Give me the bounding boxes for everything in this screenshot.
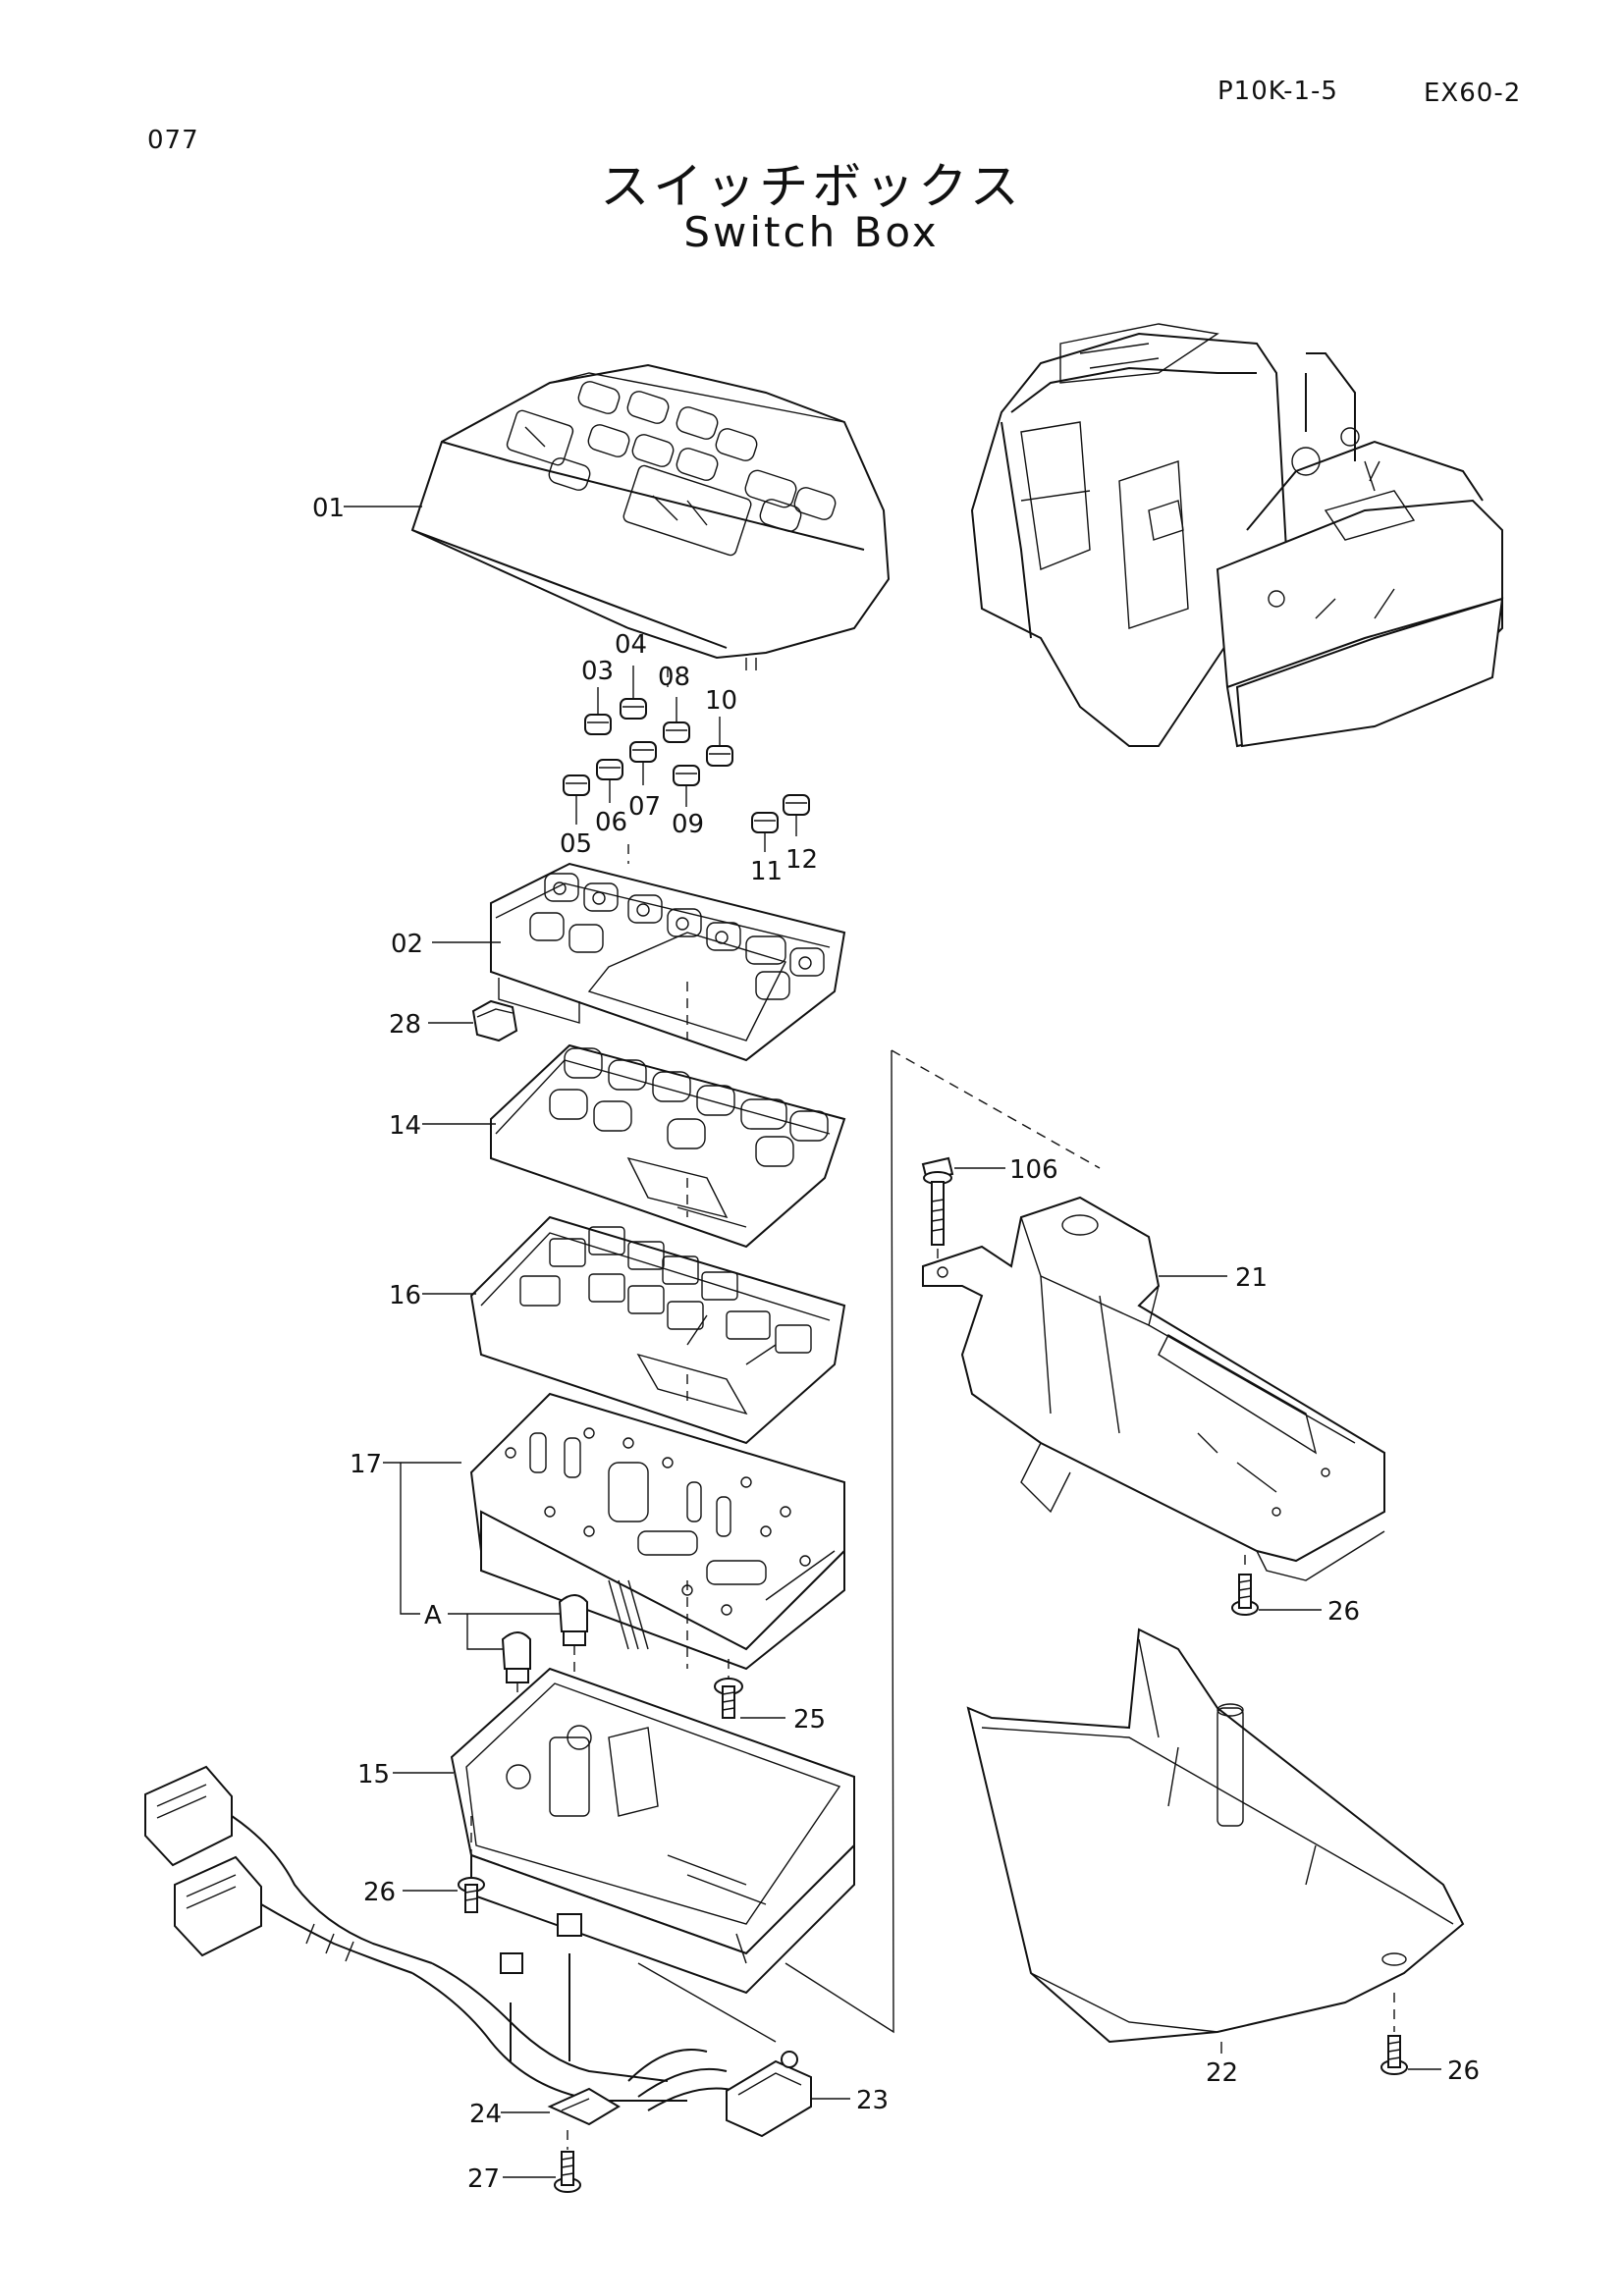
screw-26-mid-icon	[1231, 1574, 1259, 1616]
callout-26-mid: 26	[1327, 1597, 1360, 1627]
reference-code: P10K-1-5	[1217, 77, 1338, 106]
callout-A: A	[424, 1601, 442, 1630]
callout-25: 25	[793, 1705, 826, 1735]
callout-106: 106	[1009, 1155, 1058, 1185]
screw-27-icon	[554, 2151, 581, 2193]
page-number: 077	[147, 126, 199, 155]
callout-04: 04	[615, 630, 647, 660]
screw-26-right-icon	[1380, 2035, 1408, 2075]
screw-26-left-icon	[458, 1877, 485, 1913]
callout-27: 27	[467, 2164, 500, 2194]
callout-05: 05	[560, 829, 592, 859]
callout-26-right: 26	[1447, 2056, 1480, 2086]
callout-23: 23	[856, 2086, 889, 2115]
switch-box-cover-icon	[410, 363, 891, 670]
circuit-board-icon	[469, 1392, 845, 1671]
callout-24: 24	[469, 2100, 502, 2129]
callout-15: 15	[357, 1760, 390, 1789]
callout-21: 21	[1235, 1263, 1268, 1293]
title-japanese: スイッチボックス	[600, 158, 1023, 215]
callout-12: 12	[785, 845, 818, 875]
title-english: Switch Box	[683, 208, 940, 256]
callout-17: 17	[350, 1450, 382, 1479]
callout-10: 10	[705, 686, 737, 716]
callout-22: 22	[1206, 2058, 1238, 2088]
callout-09: 09	[672, 810, 704, 839]
rubber-cap-icon	[471, 999, 518, 1042]
grommet-icon	[726, 2051, 812, 2138]
frame-plate-icon	[490, 862, 846, 1062]
screw-25-icon	[714, 1678, 743, 1719]
wire-harness-icon	[144, 1765, 737, 2126]
callout-07: 07	[628, 792, 661, 822]
callout-26-left: 26	[363, 1878, 396, 1907]
callout-01: 01	[312, 494, 345, 523]
callout-03: 03	[581, 657, 614, 686]
callout-06: 06	[595, 808, 627, 837]
bulb-icon	[501, 1594, 588, 1683]
bolt-106-icon	[921, 1156, 954, 1246]
callout-08: 08	[658, 663, 690, 692]
membrane-plate-icon	[490, 1043, 846, 1249]
callout-16: 16	[389, 1281, 421, 1310]
callout-11: 11	[750, 857, 783, 886]
callout-02: 02	[391, 930, 423, 959]
callout-28: 28	[389, 1010, 421, 1040]
callout-14: 14	[389, 1111, 421, 1141]
machine-cab-illustration-icon	[970, 323, 1504, 748]
key-panel-icon	[469, 1215, 846, 1445]
side-cover-icon	[966, 1628, 1465, 2044]
bracket-icon	[922, 1196, 1385, 1581]
switch-caps-icon	[563, 698, 810, 833]
model-code: EX60-2	[1424, 79, 1522, 108]
